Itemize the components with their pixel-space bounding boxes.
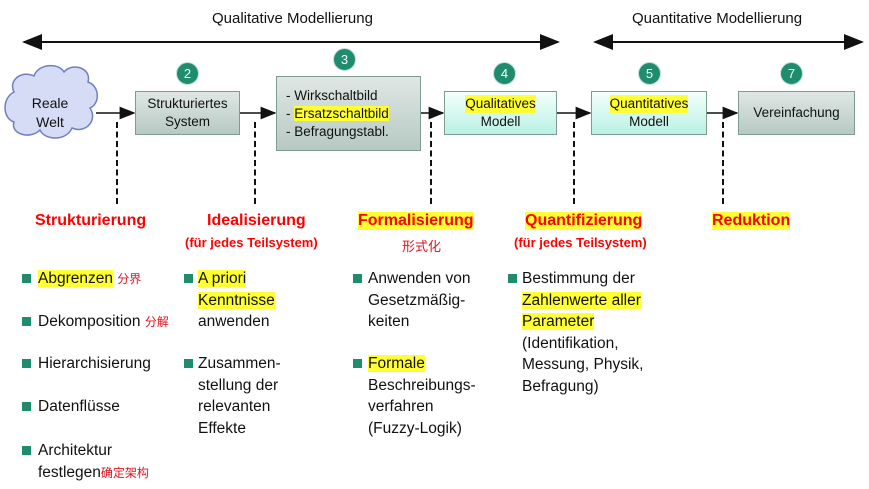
box-vereinfachung-label: Vereinfachung (753, 105, 840, 120)
box-system-line-2: System (164, 114, 210, 129)
dashed-line-3 (430, 122, 432, 204)
subheading-quantifizierung: (für jedes Teilsystem) (514, 235, 647, 250)
list-item-zusammenstellung: Zusammen- stellung der relevanten Effekt… (198, 355, 281, 437)
box-schaltbild-line-3: - Befragungstabl. (286, 123, 389, 139)
list-item-bestimmung: Bestimmung der Zahlenwerte aller Paramet… (522, 270, 644, 395)
box-qualitatives-modell: Qualitatives Modell (444, 91, 557, 135)
bullet (22, 446, 31, 455)
note-abgrenzen: 分界 (117, 272, 142, 286)
box-system-line-1: Strukturiertes (147, 96, 228, 111)
heading-strukturierung: Strukturierung (35, 212, 147, 229)
dashed-line-2 (254, 122, 256, 204)
list-item-dekomposition: Dekomposition 分解 (38, 313, 169, 330)
quantitative-label: Quantitative Modellierung (632, 10, 803, 27)
box-quant-line-1: Quantitatives (609, 95, 689, 113)
box-schaltbild-line-1: - Wirkschaltbild (286, 87, 378, 103)
heading-quantifizierung: Quantifizierung (525, 212, 643, 230)
ersatzschaltbild-highlight: Ersatzschaltbild (294, 105, 389, 121)
note-dekomposition: 分解 (144, 315, 169, 329)
list-item-architektur: Architektur festlegen确定架构 (38, 442, 149, 481)
bullet (22, 402, 31, 411)
list-item-formale: Formale Beschreibungs- verfahren (Fuzzy-… (368, 355, 476, 437)
box-quant-line-2: Modell (629, 114, 669, 129)
step-badge-5: 5 (638, 62, 661, 85)
step-badge-2: 2 (176, 62, 199, 85)
bullet (508, 274, 517, 283)
heading-formalisierung: Formalisierung (358, 212, 474, 230)
box-strukturiertes-system: Strukturiertes System (135, 91, 240, 135)
note-formalisierung: 形式化 (402, 240, 442, 255)
bullet (184, 359, 193, 368)
dashed-line-4 (573, 122, 575, 204)
bullet (22, 317, 31, 326)
box-qual-line-1: Qualitatives (465, 95, 536, 113)
step-badge-3: 3 (333, 48, 356, 71)
cloud-line-2: Welt (36, 114, 64, 130)
heading-idealisierung: Idealisierung (207, 212, 306, 229)
box-vereinfachung: Vereinfachung (738, 91, 855, 135)
dashed-line-5 (722, 122, 724, 204)
bullet (353, 274, 362, 283)
box-qual-line-2: Modell (480, 114, 521, 129)
heading-reduktion: Reduktion (712, 212, 791, 230)
dashed-line-1 (116, 122, 118, 204)
bullet (353, 359, 362, 368)
step-badge-7: 7 (780, 62, 803, 85)
list-item-datenfluesse: Datenflüsse (38, 398, 120, 415)
bullet (22, 359, 31, 368)
list-item-anwenden: Anwenden von Gesetzmäßig- keiten (368, 270, 471, 330)
cloud-reale-welt: Reale Welt (20, 94, 80, 132)
subheading-idealisierung: (für jedes Teilsystem) (185, 235, 318, 250)
box-schaltbild-line-2: - Ersatzschaltbild (286, 105, 389, 121)
cloud-line-1: Reale (31, 95, 69, 111)
cloud-shape (4, 64, 98, 139)
bullet (22, 274, 31, 283)
bullet (184, 274, 193, 283)
list-item-a-priori: A priori Kenntnisse anwenden (198, 270, 275, 330)
list-item-hierarchisierung: Hierarchisierung (38, 355, 151, 372)
step-badge-4: 4 (493, 62, 516, 85)
box-schaltbild: - Wirkschaltbild - Ersatzschaltbild - Be… (276, 76, 421, 151)
note-architektur: 确定架构 (100, 465, 149, 480)
qualitative-label: Qualitative Modellierung (212, 10, 373, 27)
flow-arrows (4, 34, 864, 139)
box-quantitatives-modell: Quantitatives Modell (591, 91, 707, 135)
list-item-abgrenzen: Abgrenzen 分界 (38, 270, 142, 287)
